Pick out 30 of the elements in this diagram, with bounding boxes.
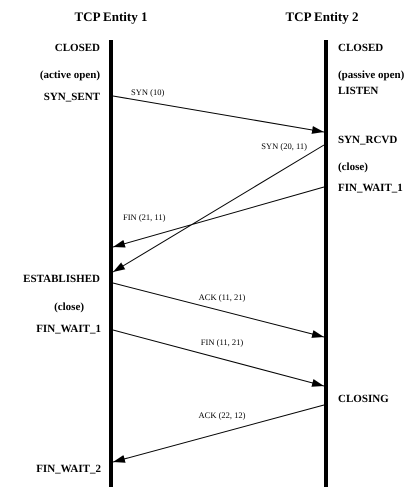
message-label: FIN (21, 11) xyxy=(122,212,166,222)
message-label: SYN (10) xyxy=(130,87,166,97)
message-label: FIN (11, 21) xyxy=(200,337,244,347)
state-label: (close) xyxy=(338,161,368,174)
lifeline xyxy=(324,40,328,487)
state-label: FIN_WAIT_1 xyxy=(338,182,403,195)
message-arrow xyxy=(112,144,324,272)
state-label: (close) xyxy=(54,301,84,314)
state-label: ESTABLISHED xyxy=(23,273,100,286)
message-label: ACK (11, 21) xyxy=(198,292,246,302)
state-label: SYN_RCVD xyxy=(338,134,398,147)
state-label: SYN_SENT xyxy=(44,91,100,104)
state-label: CLOSING xyxy=(338,393,389,406)
message-arrow xyxy=(112,282,324,338)
message-arrow xyxy=(112,96,324,134)
message-arrow xyxy=(112,186,324,248)
state-label: (active open) xyxy=(40,69,100,82)
state-label: (passive open) xyxy=(338,69,404,82)
entity-heading: TCP Entity 2 xyxy=(286,9,358,24)
state-label: FIN_WAIT_1 xyxy=(36,323,101,336)
message-arrow xyxy=(112,330,324,387)
entity-heading: TCP Entity 1 xyxy=(74,9,148,24)
lifeline xyxy=(109,40,113,487)
state-label: CLOSED xyxy=(338,42,384,55)
message-arrow xyxy=(112,404,324,463)
state-label: FIN_WAIT_2 xyxy=(36,463,101,476)
state-label: LISTEN xyxy=(338,85,378,98)
state-label: CLOSED xyxy=(54,42,100,55)
message-label: ACK (22, 12) xyxy=(198,410,246,420)
message-label: SYN (20, 11) xyxy=(260,141,308,151)
